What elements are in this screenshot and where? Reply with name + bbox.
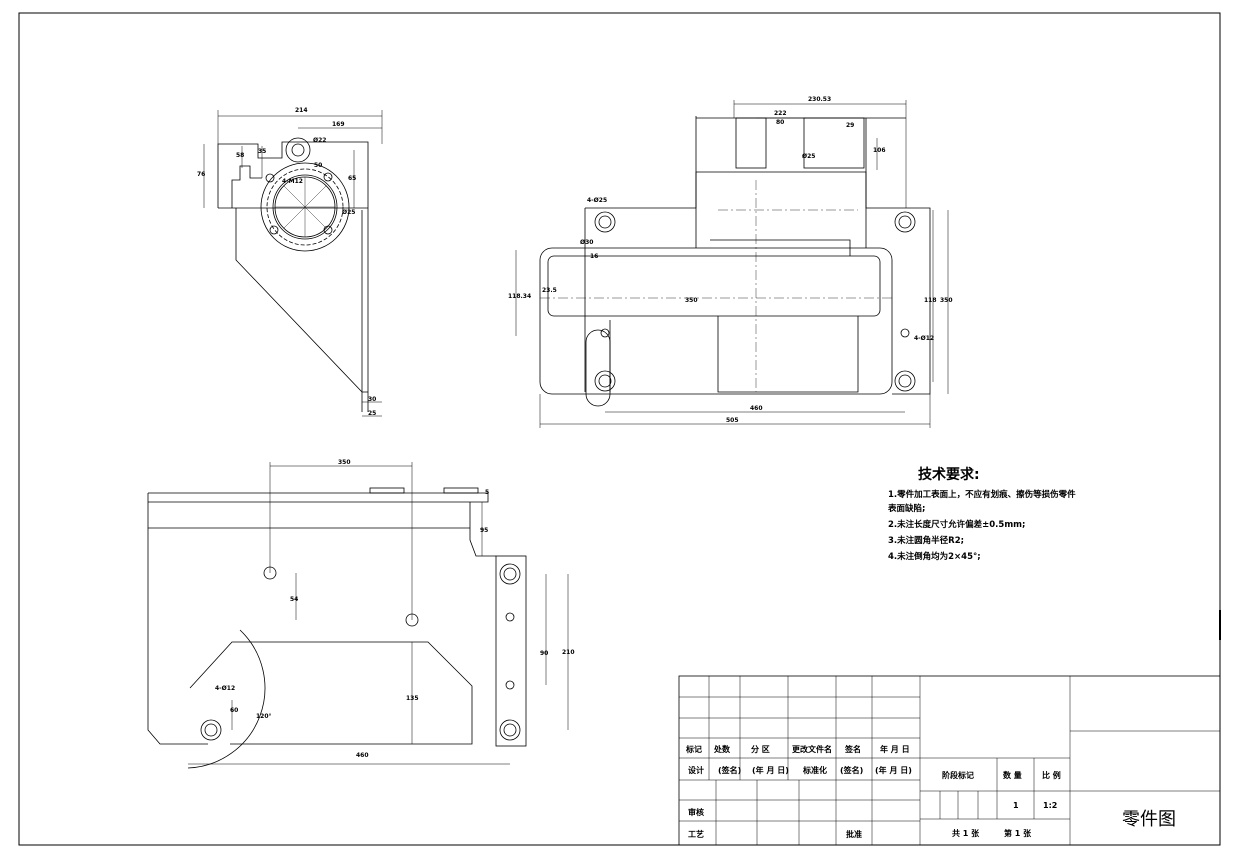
note-line: 3.未注圆角半径R2;	[888, 535, 964, 546]
dim-label: 65	[348, 175, 356, 182]
dim-label: 76	[197, 171, 205, 178]
dim-label: 460	[750, 405, 763, 412]
tb-stage-mark: 阶段标记	[942, 770, 974, 780]
dim-label: 350	[338, 459, 351, 466]
front-view	[147, 462, 569, 769]
dim-label: 214	[295, 107, 308, 114]
title-block	[678, 675, 1221, 846]
tb-process: 工艺	[688, 829, 704, 839]
dim-label: 118.34	[508, 293, 531, 300]
tb-drawing-name: 零件图	[1122, 809, 1176, 830]
dim-label: 35	[258, 148, 266, 155]
tb-rev-header: 分 区	[751, 744, 770, 754]
dim-label: 50	[314, 162, 322, 169]
tb-scale: 1:2	[1043, 801, 1057, 810]
dim-label: Ø22	[313, 137, 326, 144]
dim-label: 16	[590, 253, 598, 260]
note-line: 4.未注倒角均为2×45°;	[888, 551, 981, 562]
tb-std-date: (年 月 日)	[875, 765, 912, 775]
tb-rev-header: 处数	[713, 744, 731, 754]
tb-design-label: 设计	[688, 765, 704, 775]
dim-label: Ø25	[802, 153, 815, 160]
tb-rev-header: 签名	[844, 744, 861, 754]
dim-label: 30	[368, 396, 376, 403]
tb-rev-header: 更改文件名	[792, 744, 832, 754]
note-line: 2.未注长度尺寸允许偏差±0.5mm;	[888, 519, 1025, 530]
dim-label: 23.5	[542, 287, 557, 294]
top-view	[515, 100, 949, 428]
title-block-text: 标记 处数 分 区 更改文件名 签名 年 月 日 设计 (签名) (年 月 日)…	[685, 744, 1176, 839]
side-view	[203, 110, 383, 417]
notes-title: 技术要求:	[918, 466, 980, 483]
dim-label: 135	[406, 695, 419, 702]
technical-notes: 技术要求: 1.零件加工表面上，不应有划痕、擦伤等损伤零件 表面缺陷; 2.未注…	[887, 466, 1076, 562]
side-view-dims: 214 169 58 35 65 76 50 4-M12 Ø22 30 25 Ø…	[197, 107, 376, 417]
dim-label: 230.53	[808, 96, 831, 103]
dim-label: 460	[356, 752, 369, 759]
note-line: 1.零件加工表面上，不应有划痕、擦伤等损伤零件	[888, 489, 1076, 500]
dim-label: Ø30	[580, 239, 593, 246]
dim-label: Ø25	[342, 209, 355, 216]
tb-review: 审核	[688, 807, 704, 817]
tb-sheet-no: 第 1 张	[1004, 828, 1032, 838]
dim-label: 4-Ø25	[587, 197, 607, 204]
dim-label: 120°	[256, 713, 272, 720]
dim-label: 4-M12	[282, 178, 303, 185]
dim-label: 58	[236, 152, 244, 159]
tb-rev-header: 标记	[685, 744, 702, 754]
dim-label: 106	[873, 147, 886, 154]
tb-design-sign: (签名)	[718, 765, 741, 775]
dim-label: 350	[940, 297, 953, 304]
dim-label: 4-Ø12	[914, 335, 934, 342]
tb-scale-label: 比 例	[1042, 770, 1061, 780]
dim-label: 118	[924, 297, 937, 304]
dim-label: 4-Ø12	[215, 685, 235, 692]
sheet-border	[18, 12, 1221, 846]
dim-label: 29	[846, 122, 854, 129]
tb-quantity-label: 数 量	[1003, 770, 1022, 780]
front-view-dims: 350 5 95 54 4-Ø12 60 135 120° 90 210 460	[215, 459, 575, 759]
tb-standardization: 标准化	[802, 765, 827, 775]
top-view-dims: 230.53 222 80 29 Ø25 4-Ø25 Ø30 106 16 23…	[508, 96, 953, 424]
tb-design-date: (年 月 日)	[752, 765, 789, 775]
dim-label: 210	[562, 649, 575, 656]
note-line: 表面缺陷;	[887, 503, 925, 514]
tb-rev-header: 年 月 日	[880, 744, 910, 754]
dim-label: 80	[776, 119, 784, 126]
dim-label: 169	[332, 121, 345, 128]
dim-label: 54	[290, 596, 298, 603]
dim-label: 222	[774, 110, 787, 117]
dim-label: 95	[480, 527, 488, 534]
tb-approve: 批准	[846, 829, 862, 839]
dim-label: 25	[368, 410, 376, 417]
dim-label: 505	[726, 417, 739, 424]
dim-label: 350	[685, 297, 698, 304]
dim-label: 5	[485, 489, 489, 496]
dim-label: 90	[540, 650, 548, 657]
tb-quantity: 1	[1013, 801, 1019, 810]
tb-sheets-total: 共 1 张	[952, 828, 980, 838]
tb-std-sign: (签名)	[840, 765, 863, 775]
dim-label: 60	[230, 707, 238, 714]
